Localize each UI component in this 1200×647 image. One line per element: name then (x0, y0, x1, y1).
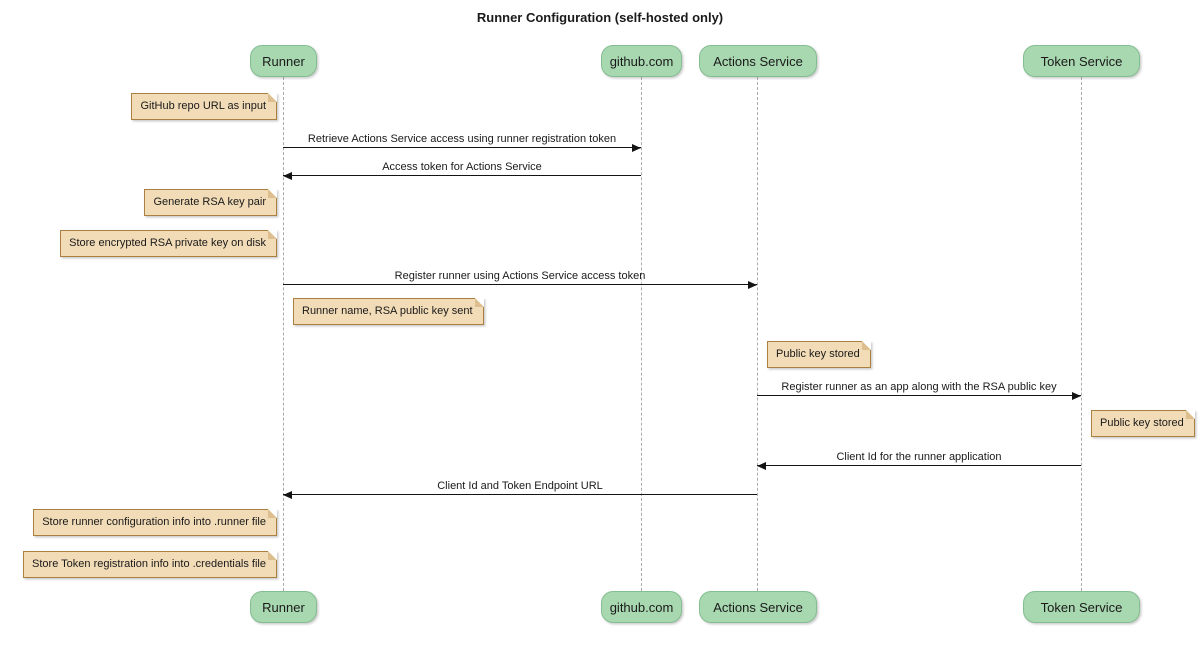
message-retrieve-actions-access: Retrieve Actions Service access using ru… (283, 133, 641, 152)
message-access-token: Access token for Actions Service (283, 161, 641, 180)
participant-github-bottom: github.com (601, 591, 682, 623)
participant-token-service-top: Token Service (1023, 45, 1140, 77)
message-label: Retrieve Actions Service access using ru… (307, 133, 617, 145)
note-github-repo-url: GitHub repo URL as input (131, 93, 277, 120)
arrowhead-left-icon (283, 172, 292, 180)
note-runner-name-public-key: Runner name, RSA public key sent (293, 298, 484, 325)
message-label: Register runner as an app along with the… (781, 381, 1057, 393)
message-line (757, 395, 1081, 396)
arrowhead-left-icon (757, 462, 766, 470)
message-label: Access token for Actions Service (382, 161, 542, 173)
lifeline-token-service (1081, 77, 1082, 591)
note-store-credentials-file: Store Token registration info into .cred… (23, 551, 277, 578)
message-line (757, 465, 1081, 466)
arrowhead-right-icon (1072, 392, 1081, 400)
message-client-id-runner-app: Client Id for the runner application (757, 451, 1081, 470)
note-store-private-key: Store encrypted RSA private key on disk (60, 230, 277, 257)
message-line (283, 147, 641, 148)
note-generate-rsa-key: Generate RSA key pair (144, 189, 277, 216)
lifeline-actions-service (757, 77, 758, 591)
arrowhead-left-icon (283, 491, 292, 499)
message-line (283, 175, 641, 176)
message-label: Register runner using Actions Service ac… (394, 270, 646, 282)
note-public-key-stored-token: Public key stored (1091, 410, 1195, 437)
note-store-runner-file: Store runner configuration info into .ru… (33, 509, 277, 536)
lifeline-runner (283, 77, 284, 591)
message-register-app: Register runner as an app along with the… (757, 381, 1081, 400)
message-label: Client Id for the runner application (836, 451, 1002, 463)
message-line (283, 284, 757, 285)
note-public-key-stored-actions: Public key stored (767, 341, 871, 368)
message-label: Client Id and Token Endpoint URL (437, 480, 603, 492)
message-register-runner: Register runner using Actions Service ac… (283, 270, 757, 289)
message-line (283, 494, 757, 495)
participant-runner-top: Runner (250, 45, 317, 77)
message-client-id-token-endpoint: Client Id and Token Endpoint URL (283, 480, 757, 499)
lifeline-github (641, 77, 642, 591)
arrowhead-right-icon (632, 144, 641, 152)
participant-runner-bottom: Runner (250, 591, 317, 623)
diagram-title: Runner Configuration (self-hosted only) (476, 10, 724, 25)
participant-github-top: github.com (601, 45, 682, 77)
participant-actions-service-top: Actions Service (699, 45, 817, 77)
arrowhead-right-icon (748, 281, 757, 289)
participant-token-service-bottom: Token Service (1023, 591, 1140, 623)
participant-actions-service-bottom: Actions Service (699, 591, 817, 623)
